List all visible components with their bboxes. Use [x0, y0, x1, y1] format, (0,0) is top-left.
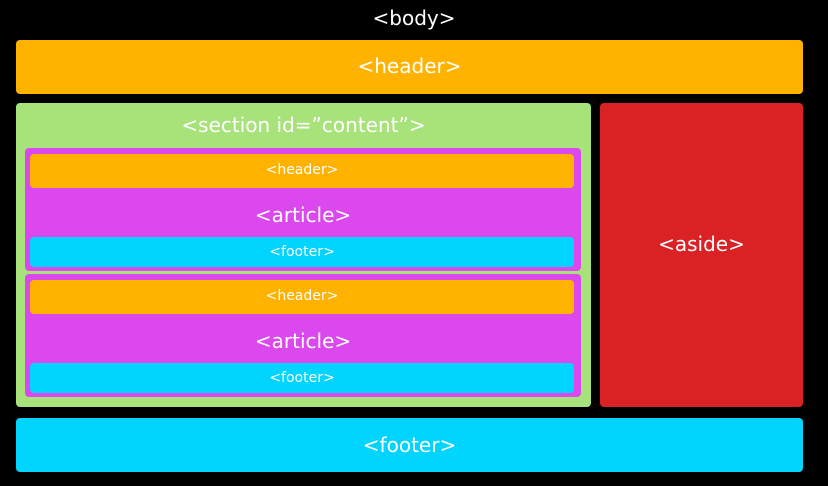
- page-footer-label: <footer>: [362, 433, 457, 457]
- article-footer-block: <footer>: [30, 363, 574, 393]
- page-footer-block: <footer>: [16, 418, 803, 472]
- page-header-label: <header>: [357, 54, 462, 78]
- article-header-label: <header>: [265, 288, 339, 304]
- aside-label: <aside>: [658, 232, 745, 256]
- article-footer-label: <footer>: [269, 244, 335, 260]
- aside-block: <aside>: [600, 103, 803, 407]
- article-header-label: <header>: [265, 162, 339, 178]
- article-header-block: <header>: [30, 280, 574, 314]
- page-header-block: <header>: [16, 40, 803, 94]
- article-footer-block: <footer>: [30, 237, 574, 267]
- article-label: <article>: [254, 329, 352, 353]
- article-block: <header> <article> <footer>: [25, 148, 581, 271]
- article-header-block: <header>: [30, 154, 574, 188]
- section-content-block: <section id=”content”> <header> <article…: [16, 103, 591, 407]
- article-label: <article>: [254, 203, 352, 227]
- article-block: <header> <article> <footer>: [25, 274, 581, 397]
- article-footer-label: <footer>: [269, 370, 335, 386]
- section-label: <section id=”content”>: [181, 113, 426, 137]
- body-label: <body>: [372, 6, 456, 30]
